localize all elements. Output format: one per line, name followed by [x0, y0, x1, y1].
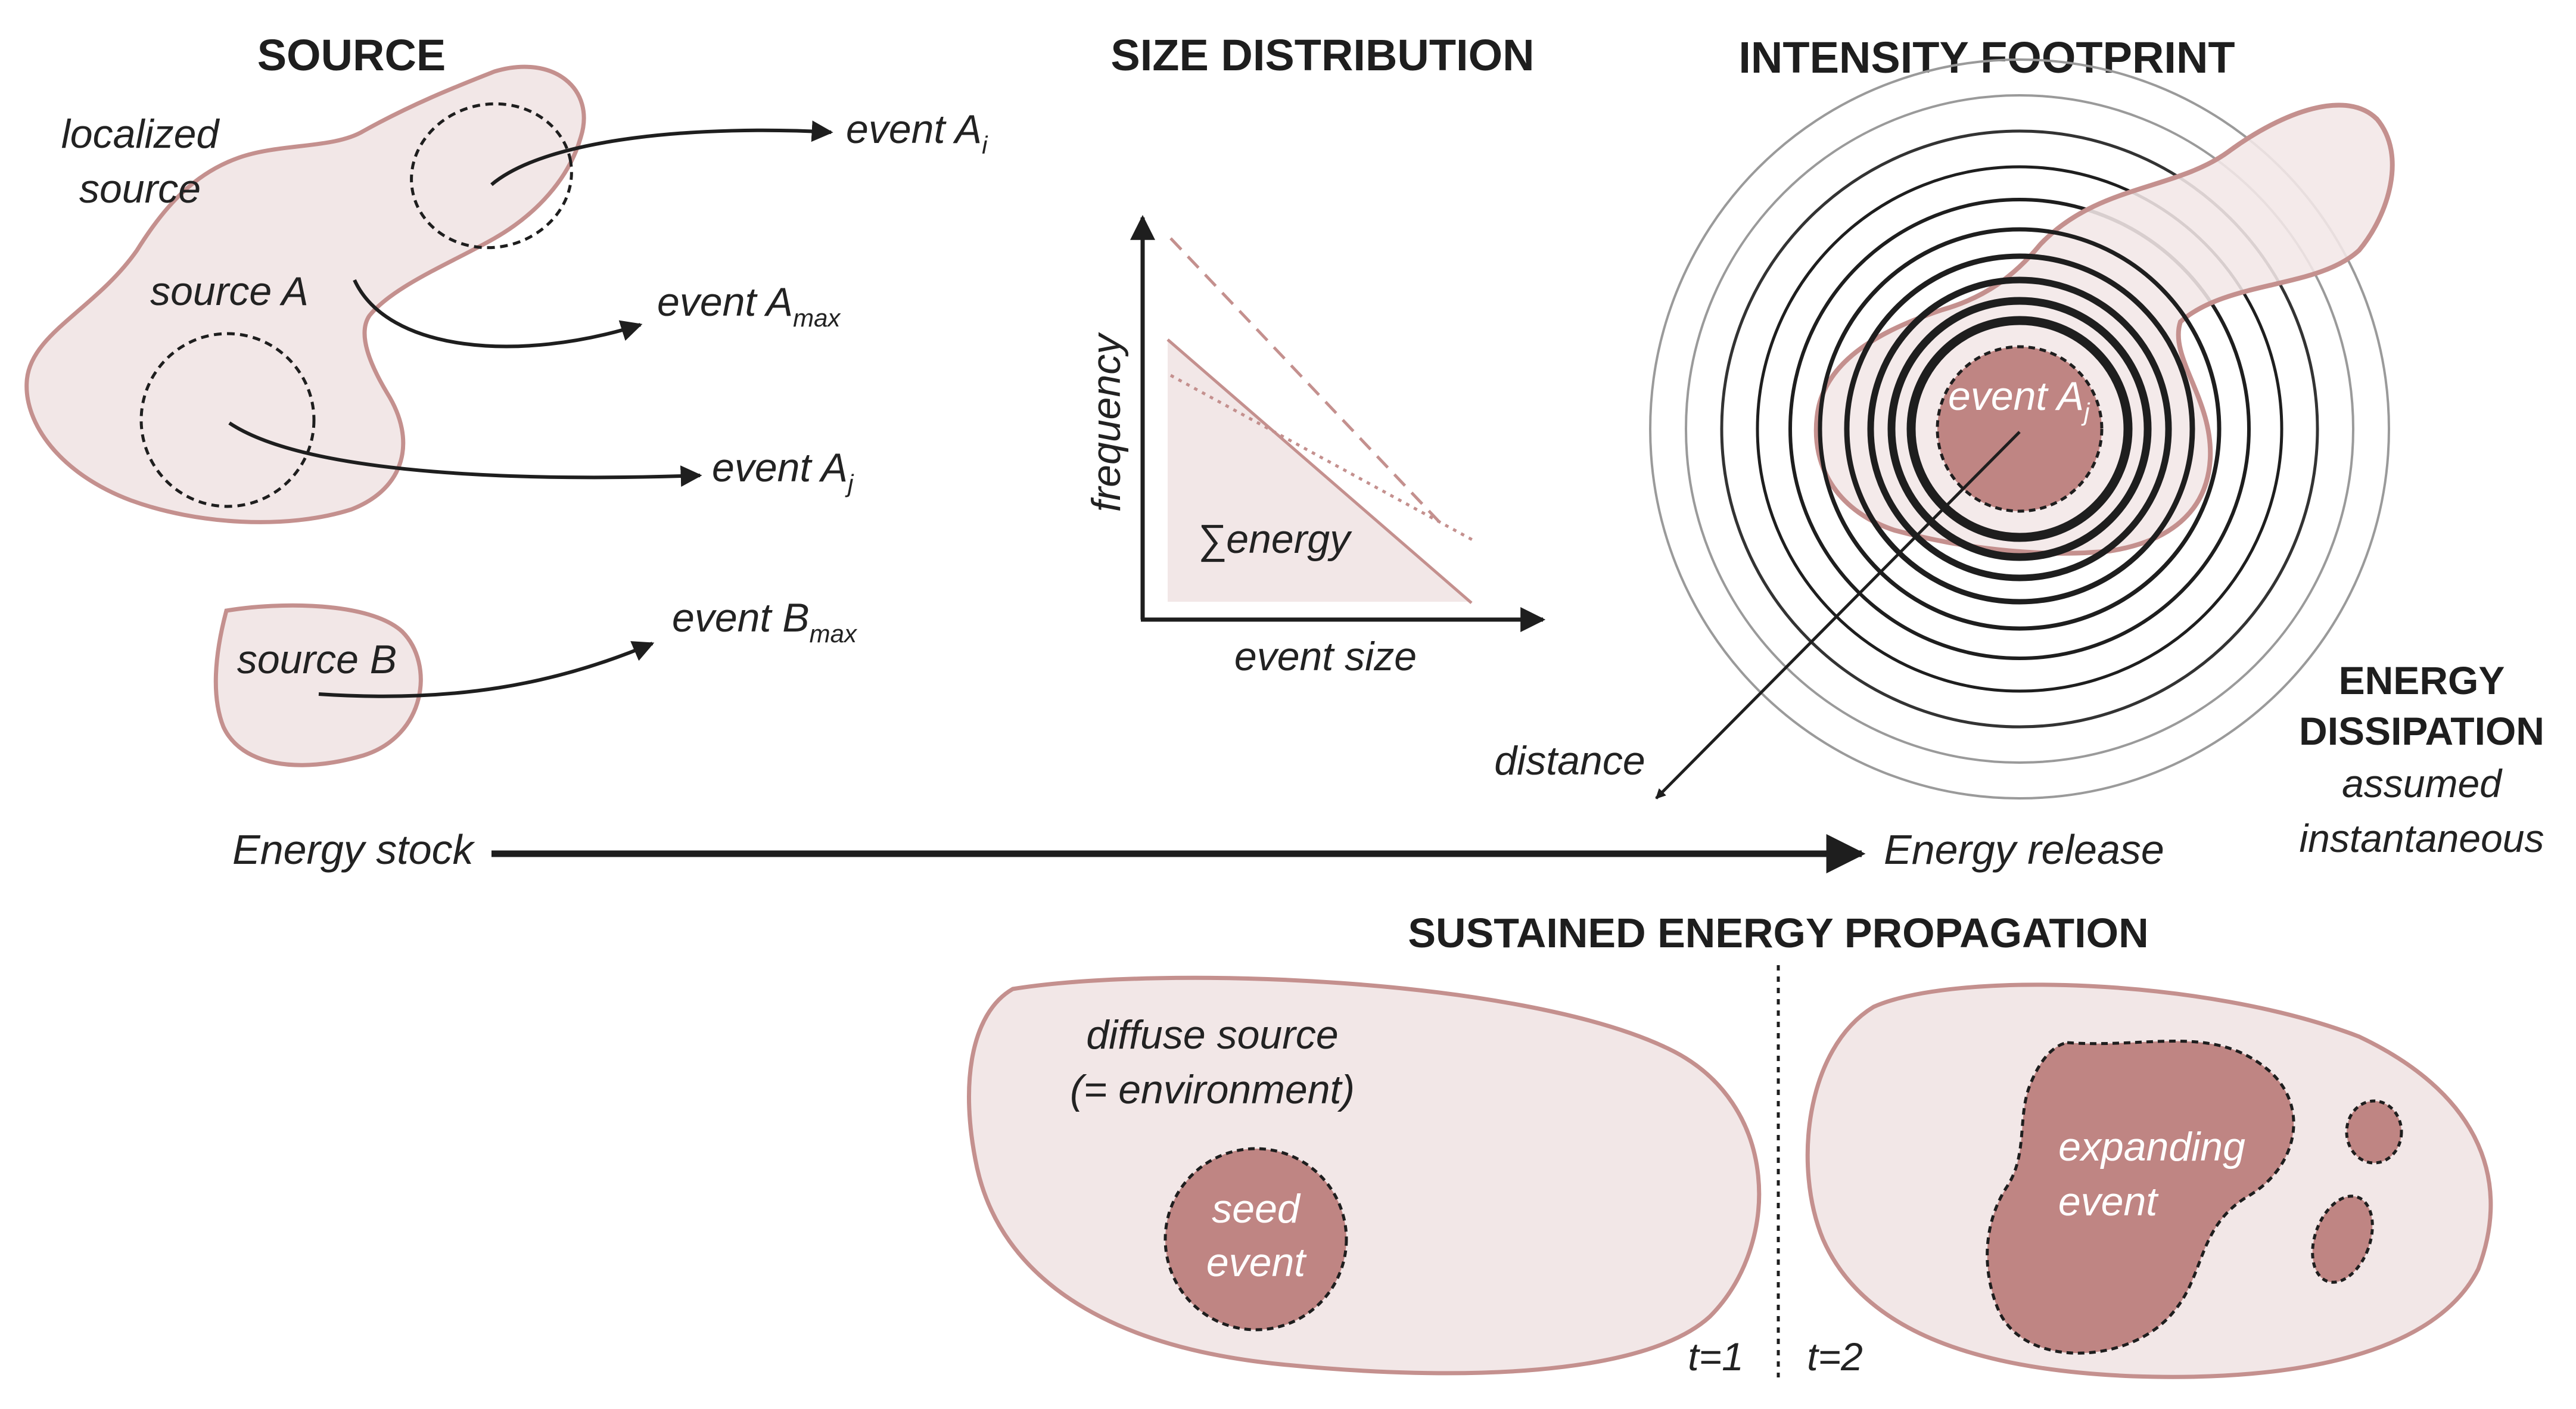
- intensity-rings-outer: [1649, 58, 2390, 800]
- arrow-event-bmax: [318, 641, 655, 698]
- diffuse-source-label-2: (= environment): [1070, 1067, 1355, 1112]
- intensity-ring-outer-2: [1685, 94, 2354, 764]
- source-header: SOURCE: [257, 30, 446, 80]
- intensity-ring-outer-3: [1720, 129, 2319, 729]
- source-b-blob: [213, 603, 423, 767]
- event-amax-label: event Amax: [657, 279, 841, 332]
- intensity-footprint-panel: INTENSITY FOOTPRINT event Aj distance: [1494, 33, 2395, 800]
- spot-event-oval: [2311, 1195, 2374, 1284]
- localized-label-1: localized: [61, 111, 220, 157]
- distance-label: distance: [1494, 738, 1645, 783]
- energy-release-label: Energy release: [1884, 826, 2164, 873]
- power-law-line: [1166, 338, 1473, 604]
- intensity-ring-inner-3: [1867, 276, 2172, 581]
- intensity-ring-inner-5: [1906, 316, 2133, 542]
- seed-label-1: seed: [1212, 1186, 1301, 1231]
- svg-text:event Ai: event Ai: [846, 107, 988, 159]
- intensity-ring-outer-5: [1788, 198, 2251, 660]
- seed-event: [1163, 1147, 1348, 1332]
- expanding-label-2: event: [2058, 1179, 2159, 1224]
- event-aj-core: [1936, 345, 2104, 513]
- energy-area-label: ∑energy: [1197, 517, 1352, 562]
- instantaneous-note: instantaneous: [2300, 816, 2544, 860]
- event-aj-core-label: event Aj: [1948, 374, 2090, 426]
- event-bmax-label: event Bmax: [672, 595, 858, 648]
- seed-label-2: event: [1206, 1240, 1307, 1285]
- dissipation-header: DISSIPATION: [2299, 709, 2544, 753]
- distance-arrow: [1655, 431, 2021, 800]
- y-axis-label: frequency: [1084, 332, 1129, 512]
- size-distribution-panel: SIZE DISTRIBUTION frequency event size ∑…: [1084, 30, 1546, 679]
- event-ai-label: event Ai: [846, 107, 988, 159]
- x-axis-label: event size: [1234, 634, 1417, 679]
- svg-text:event Aj: event Aj: [1948, 374, 2090, 426]
- arrow-event-ai: [490, 120, 833, 186]
- assumed-note: assumed: [2342, 761, 2503, 805]
- event-aj-footprint: [139, 332, 316, 508]
- expanding-event: [1986, 1040, 2295, 1355]
- localized-label-2: source: [79, 166, 201, 211]
- spot-event-small: [2345, 1099, 2403, 1165]
- intensity-ring-inner-4: [1887, 297, 2152, 561]
- intensity-footprint-header: INTENSITY FOOTPRINT: [1738, 33, 2235, 82]
- intensity-ring-outer-4: [1756, 165, 2283, 693]
- energy-dissipation-block: ENERGY DISSIPATION assumed instantaneous: [2299, 658, 2544, 860]
- svg-text:event Aj: event Aj: [712, 445, 854, 497]
- intensity-ring-inner-1: [1818, 227, 2222, 631]
- event-aj-label: event Aj: [712, 445, 854, 497]
- t2-label: t=2: [1807, 1335, 1863, 1379]
- localized-source-blob: [24, 64, 586, 524]
- source-panel: SOURCE localized source source A source …: [24, 30, 988, 767]
- propagation-panel: SUSTAINED ENERGY PROPAGATION diffuse sou…: [967, 910, 2493, 1379]
- event-ai-footprint: [410, 102, 573, 250]
- source-b-label: source B: [237, 637, 397, 682]
- source-a-label: source A: [150, 269, 309, 314]
- energy-flow: Energy stock Energy release: [232, 826, 2164, 873]
- arrow-event-aj: [228, 421, 702, 487]
- dashed-trend-line: [1169, 237, 1440, 522]
- propagation-header: SUSTAINED ENERGY PROPAGATION: [1408, 910, 2148, 956]
- t1-label: t=1: [1688, 1335, 1744, 1379]
- intensity-ring-outer-1: [1649, 58, 2390, 800]
- energy-stock-label: Energy stock: [232, 826, 475, 873]
- intensity-ring-inner-2: [1844, 253, 2195, 605]
- arrow-event-amax: [353, 279, 643, 349]
- energy-header: ENERGY: [2339, 658, 2505, 702]
- dotted-trend-line: [1169, 374, 1476, 543]
- expanding-label-1: expanding: [2058, 1124, 2245, 1169]
- intensity-rings-inner: [1818, 227, 2222, 631]
- diffuse-source-t1: [967, 975, 1762, 1376]
- diffuse-source-label-1: diffuse source: [1086, 1012, 1338, 1057]
- svg-text:event Amax: event Amax: [657, 279, 841, 332]
- svg-text:event Bmax: event Bmax: [672, 595, 858, 648]
- size-distribution-header: SIZE DISTRIBUTION: [1110, 30, 1534, 80]
